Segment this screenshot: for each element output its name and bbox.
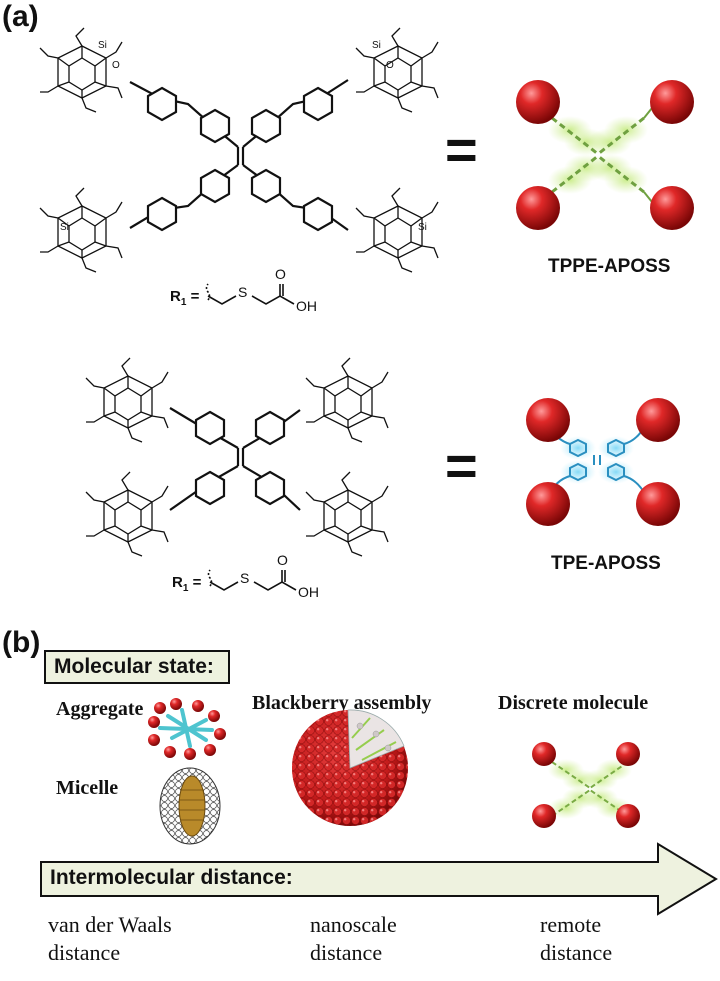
equals-sign-1: = (445, 118, 478, 181)
tpe-cartoon (526, 398, 680, 526)
sulfur-label-top: S (238, 284, 248, 300)
o-label-1: O (112, 60, 120, 71)
aggregate-illustration (148, 698, 226, 760)
panel-b-label: (b) (2, 626, 41, 659)
intermolecular-distance-title: Intermolecular distance: (50, 866, 293, 889)
panel-a-label: (a) (2, 0, 39, 33)
r1-substituent-bottom (207, 569, 297, 591)
micelle-label: Micelle (56, 777, 119, 799)
o-label-2: O (386, 60, 394, 71)
hydroxyl-label-bottom: OH (298, 584, 319, 600)
r1-label-bottom: R1 = (172, 574, 202, 594)
si-label-4: Si (418, 222, 427, 233)
si-label-3: Si (60, 222, 69, 233)
r1-label-top: R1 = (170, 288, 200, 308)
discrete-label: Discrete molecule (498, 692, 649, 714)
si-label-1: Si (98, 40, 107, 51)
distance-label-remote: remote distance (540, 912, 613, 965)
si-label-2: Si (372, 40, 381, 51)
blackberry-label: Blackberry assembly (252, 692, 432, 714)
tppe-cartoon (516, 80, 694, 230)
micelle-illustration (159, 767, 221, 845)
molecular-state-box: Molecular state: (44, 650, 230, 684)
hydroxyl-label-top: OH (296, 298, 317, 314)
blackberry-illustration (292, 709, 408, 826)
panel-b-illustrations (148, 698, 640, 845)
molecular-state-title: Molecular state: (54, 655, 214, 678)
tpe-apos-name: TPE-APOSS (551, 553, 661, 574)
distance-label-vdw: van der Waals distance (48, 912, 172, 965)
aggregate-label: Aggregate (56, 698, 144, 720)
r1-substituent-top (205, 283, 295, 305)
panel-a-structures (39, 27, 694, 591)
sulfur-label-bottom: S (240, 570, 250, 586)
distance-label-nanoscale: nanoscale distance (310, 912, 397, 965)
tppe-apos-name: TPPE-APOSS (548, 256, 671, 277)
oxygen-label-top: O (275, 266, 286, 282)
equals-sign-2: = (445, 434, 478, 497)
discrete-illustration (532, 742, 640, 828)
intermolecular-distance-arrow (40, 842, 718, 916)
oxygen-label-bottom: O (277, 552, 288, 568)
